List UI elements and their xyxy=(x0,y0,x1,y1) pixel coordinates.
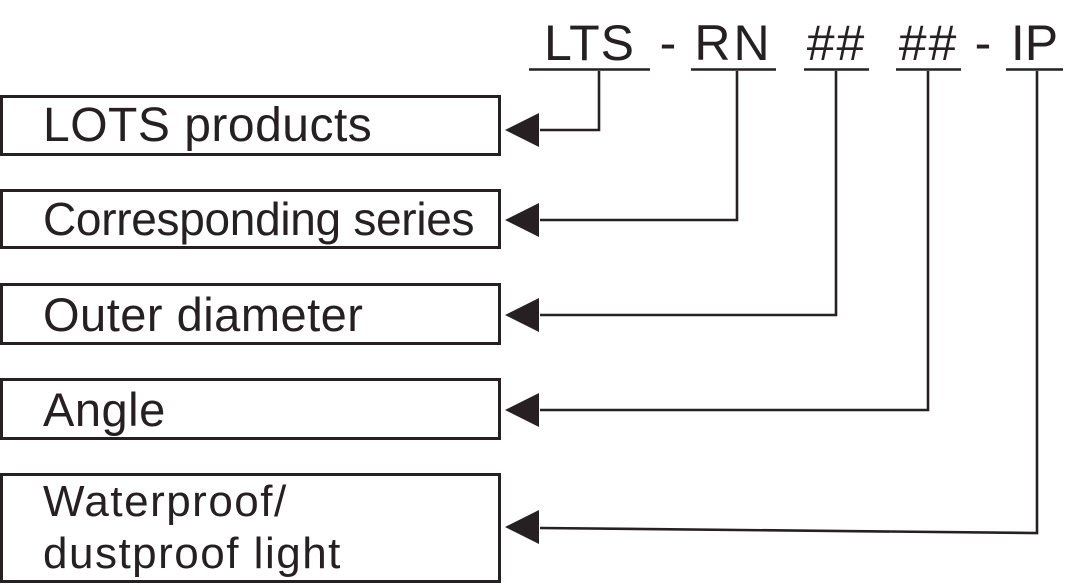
label-box-outer-diameter: Outer diameter xyxy=(0,283,501,345)
label-box-angle: Angle xyxy=(0,378,501,440)
label-box-text: Angle xyxy=(43,382,166,436)
label-box-waterproof-dustproof-light: Waterproof/ dustproof light xyxy=(0,473,501,583)
connector-line-angle xyxy=(540,71,930,412)
code-segment-series: RN xyxy=(694,15,773,71)
code-segment-angle: ## xyxy=(898,15,959,71)
arrow-left-icon xyxy=(505,298,539,332)
arrow-left-icon xyxy=(505,203,539,237)
connector-line-outer-diameter xyxy=(540,71,838,317)
label-box-text: Corresponding series xyxy=(43,193,475,245)
code-segment-ip-suffix: IP xyxy=(1010,15,1059,71)
arrow-left-icon xyxy=(505,510,539,544)
code-segment-separator: - xyxy=(659,15,677,71)
code-segment-diameter: ## xyxy=(806,15,867,71)
label-box-text: Outer diameter xyxy=(43,287,364,341)
label-box-text: LOTS products xyxy=(43,99,373,152)
label-box-lots-products: LOTS products xyxy=(0,95,501,156)
code-segment-separator: - xyxy=(974,15,992,71)
arrow-left-icon xyxy=(505,113,539,147)
connector-line-waterproof xyxy=(539,71,1039,535)
connector-line-corresponding-series xyxy=(540,71,739,222)
arrow-left-icon xyxy=(505,393,539,427)
code-segment-product-prefix: LTS xyxy=(544,15,635,71)
label-box-text: Waterproof/ dustproof light xyxy=(43,477,342,578)
label-box-corresponding-series: Corresponding series xyxy=(0,189,501,249)
connector-line-lots-products xyxy=(540,71,601,132)
